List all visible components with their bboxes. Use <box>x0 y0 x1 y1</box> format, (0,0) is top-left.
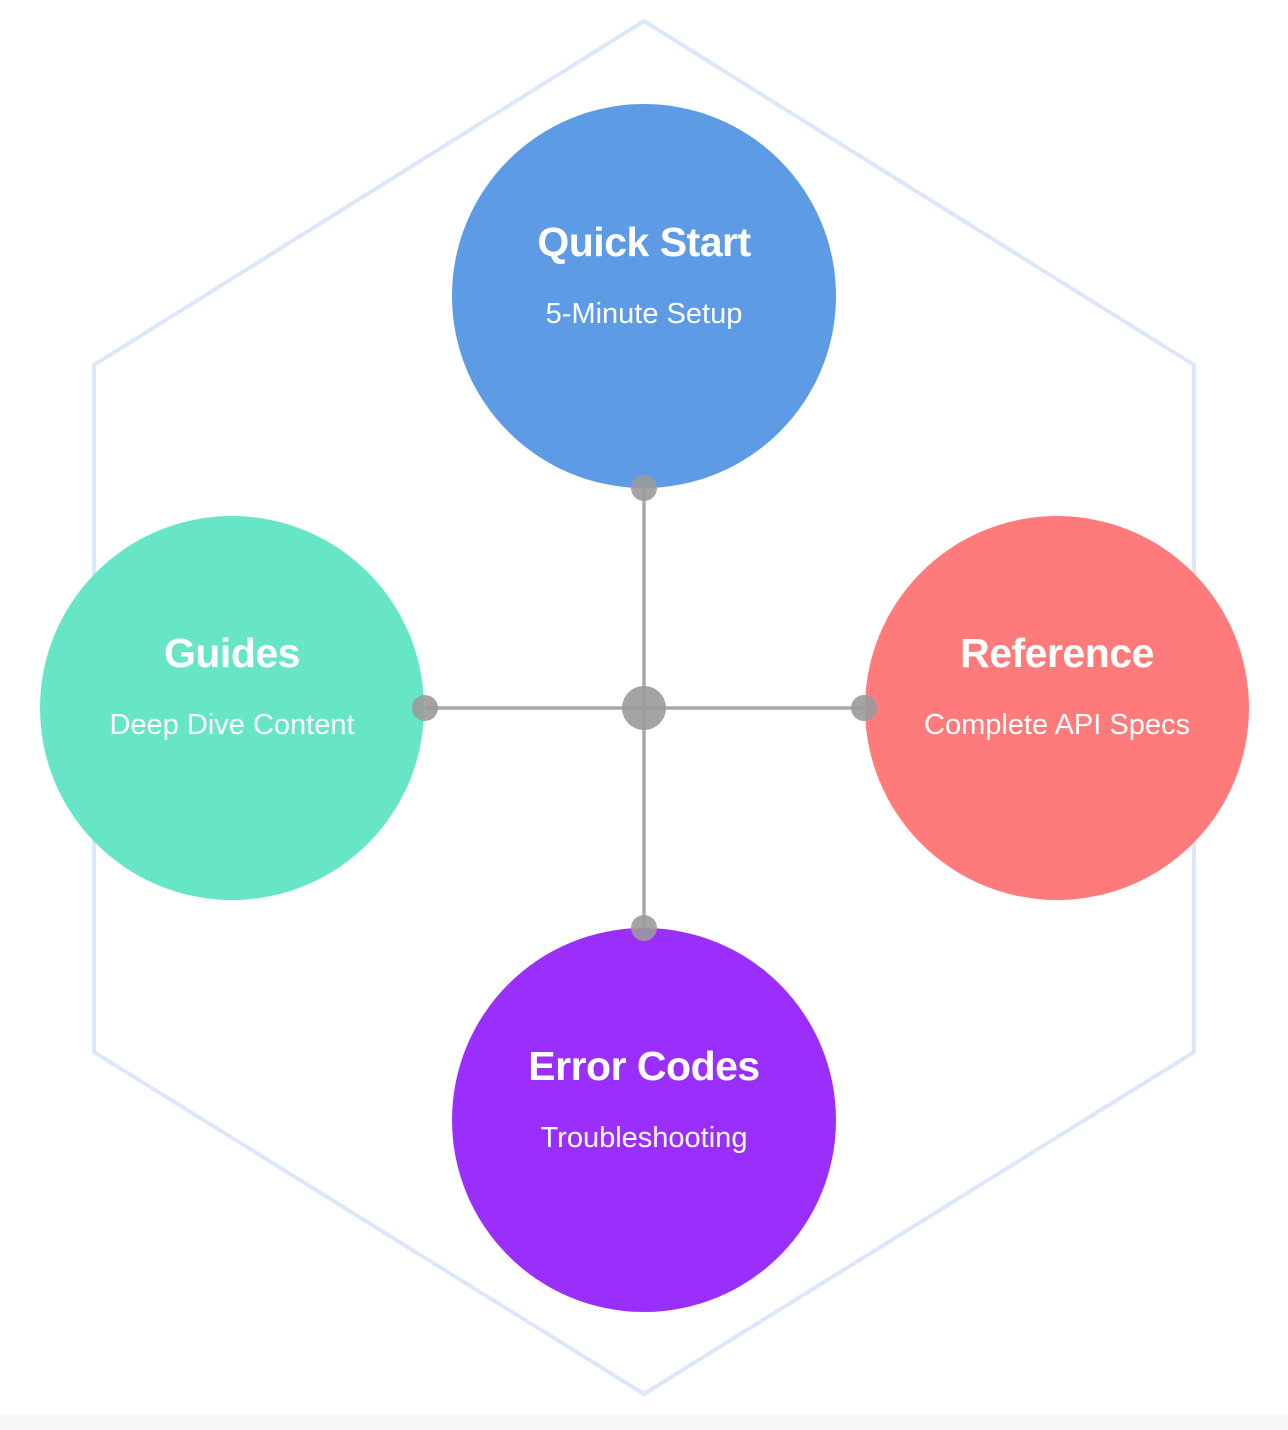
endpoint-reference <box>851 695 877 721</box>
node-subtitle-error-codes: Troubleshooting <box>541 1122 748 1154</box>
center-hub <box>622 686 666 730</box>
node-title-error-codes: Error Codes <box>528 1043 759 1089</box>
connector-endpoints <box>412 475 877 941</box>
node-circle-error-codes[interactable] <box>452 928 836 1312</box>
endpoint-guides <box>412 695 438 721</box>
endpoint-quick-start <box>631 475 657 501</box>
node-circle-reference[interactable] <box>865 516 1249 900</box>
node-subtitle-reference: Complete API Specs <box>924 709 1190 741</box>
node-subtitle-guides: Deep Dive Content <box>109 709 354 741</box>
node-subtitle-quick-start: 5-Minute Setup <box>546 298 743 330</box>
node-circle-quick-start[interactable] <box>452 104 836 488</box>
node-title-guides: Guides <box>164 630 300 676</box>
endpoint-error-codes <box>631 915 657 941</box>
node-title-reference: Reference <box>960 630 1154 676</box>
page-bottom-edge <box>0 1414 1288 1430</box>
node-circle-guides[interactable] <box>40 516 424 900</box>
hexagon-outline <box>92 18 1196 1397</box>
connector-lines <box>425 488 864 928</box>
node-title-quick-start: Quick Start <box>537 219 751 265</box>
